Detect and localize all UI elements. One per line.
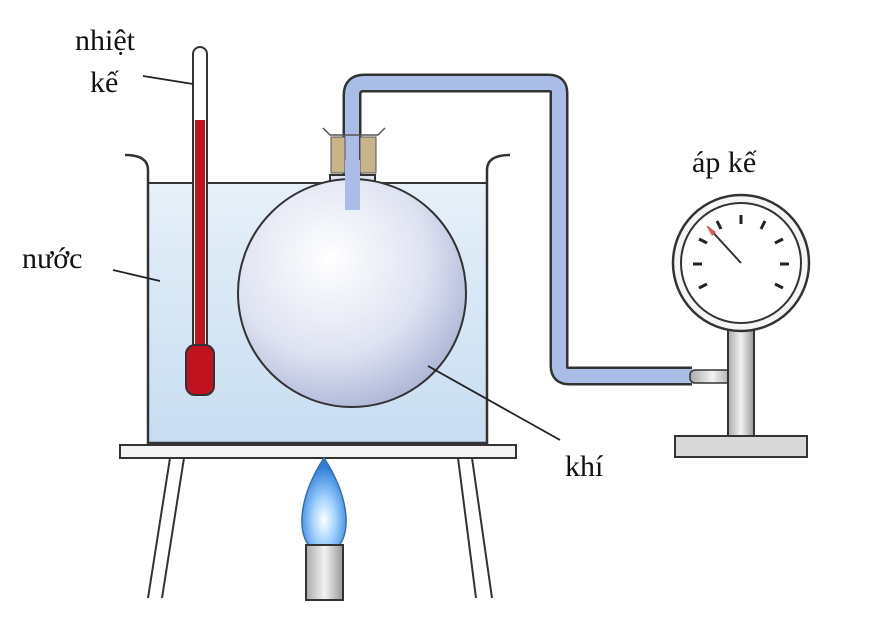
thermometer bbox=[185, 46, 215, 396]
leader-lines bbox=[112, 75, 561, 441]
tripod-stand bbox=[119, 444, 517, 599]
flame-icon bbox=[301, 456, 347, 548]
label-thermometer-line2: kế bbox=[90, 66, 119, 99]
label-thermometer-line1: nhiệt bbox=[75, 24, 135, 57]
beaker bbox=[124, 153, 511, 445]
label-manometer: áp kế bbox=[692, 146, 757, 179]
manometer bbox=[671, 193, 811, 458]
flask bbox=[237, 127, 467, 408]
label-gas: khí bbox=[565, 450, 604, 483]
burner bbox=[301, 456, 347, 601]
label-water: nước bbox=[22, 242, 83, 275]
